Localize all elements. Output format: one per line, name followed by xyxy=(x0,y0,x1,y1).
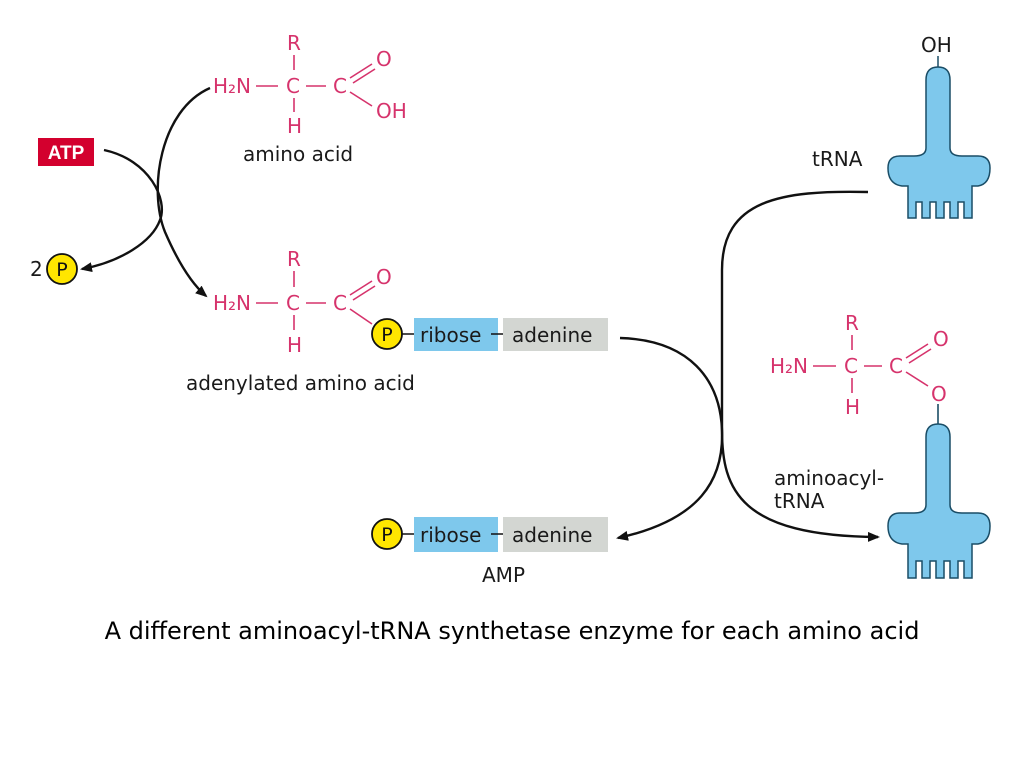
amino-acid-o: O xyxy=(376,47,392,71)
amino-acid-h2n: H₂N xyxy=(213,74,251,98)
pyrophosphate-count: 2 xyxy=(30,257,43,281)
adenylated-to-amp-arrow xyxy=(616,336,724,541)
aminoacyl-o: O xyxy=(933,327,949,351)
trna-oh: OH xyxy=(921,33,952,57)
amp-adenine-label: adenine xyxy=(512,523,592,547)
amino-acid-oh: OH xyxy=(376,99,407,123)
amp-group: P ribose adenine xyxy=(371,517,608,552)
trna-label: tRNA xyxy=(812,147,863,171)
adenylated-label: adenylated amino acid xyxy=(186,371,415,395)
phosphate-icon xyxy=(46,253,78,285)
adenylated-r: R xyxy=(287,247,301,271)
adenine-label: adenine xyxy=(512,323,592,347)
aminoacyl-r: R xyxy=(845,311,859,335)
caption: A different aminoacyl-tRNA synthetase en… xyxy=(104,617,920,645)
aminoacyl-label-line1: aminoacyl- xyxy=(774,466,884,490)
atp-to-pyrophosphate-arrow xyxy=(80,148,163,273)
aminoacyl-h: H xyxy=(845,395,860,419)
adenylated-o: O xyxy=(376,265,392,289)
adenylated-alpha-c: C xyxy=(286,291,300,315)
aminoacyl-h2n: H₂N xyxy=(770,354,808,378)
aminoacyl-trna-icon xyxy=(887,423,991,579)
aminoacyl-label-line2: tRNA xyxy=(774,489,825,513)
atp-label: ATP xyxy=(48,143,85,164)
pyrophosphate: 2 P xyxy=(30,253,78,285)
adenine-box xyxy=(503,517,608,552)
adenine-box xyxy=(503,318,608,351)
trna-to-aminoacyl-arrow xyxy=(720,190,880,542)
aminoacyl-alpha-c: C xyxy=(844,354,858,378)
amino-acid-carboxyl-c: C xyxy=(333,74,347,98)
ribose-box xyxy=(414,318,498,351)
amino-acid-label: amino acid xyxy=(243,142,353,166)
aminoacyl-o-link: O xyxy=(931,382,947,406)
adenylated-h2n: H₂N xyxy=(213,291,251,315)
aminoacyl-carboxyl-c: C xyxy=(889,354,903,378)
adenylated-amp-group: P ribose adenine xyxy=(371,318,608,351)
adenylated-h: H xyxy=(287,333,302,357)
ribose-label: ribose xyxy=(420,323,481,347)
amino-acid-structure: R H₂N C C H O OH xyxy=(213,31,407,138)
amino-acid-alpha-c: C xyxy=(286,74,300,98)
trna-icon xyxy=(887,66,991,219)
phosphate-symbol: P xyxy=(56,259,67,281)
aminoacyl-structure: R H₂N C C H O O xyxy=(770,311,949,424)
atp-badge: ATP xyxy=(38,138,94,166)
amino-acid-h: H xyxy=(287,114,302,138)
adenylated-carboxyl-c: C xyxy=(333,291,347,315)
ribose-box xyxy=(414,517,498,552)
amp-label: AMP xyxy=(482,563,525,587)
amino-acid-r: R xyxy=(287,31,301,55)
amino-acid-to-adenylated-arrow xyxy=(156,86,211,298)
amp-ribose-label: ribose xyxy=(420,523,481,547)
adenylated-phosphate-symbol: P xyxy=(381,324,392,346)
adenylated-amino-acid-structure: R H₂N C C H O xyxy=(213,247,392,357)
amp-phosphate-symbol: P xyxy=(381,524,392,546)
